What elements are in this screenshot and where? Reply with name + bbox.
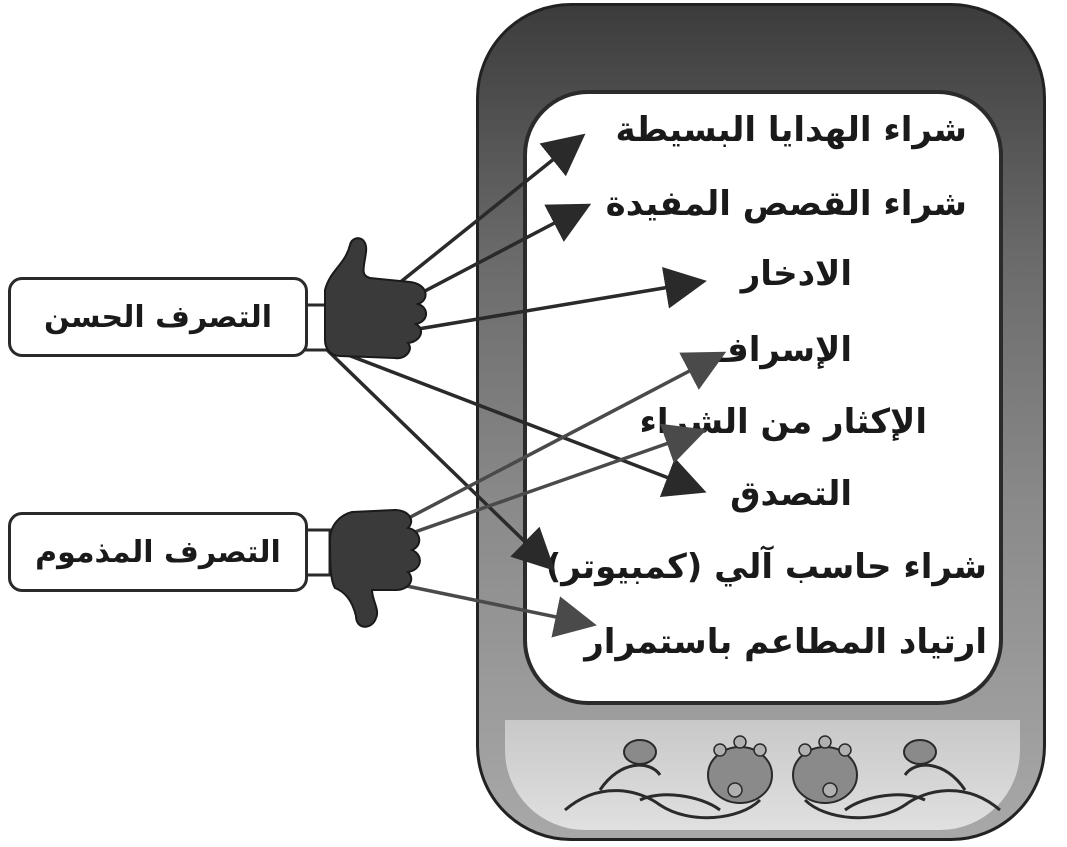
item-charity: التصدق <box>730 474 852 514</box>
items-panel <box>523 90 1003 705</box>
item-useful-stories: شراء القصص المفيدة <box>605 184 967 224</box>
item-simple-gifts: شراء الهدايا البسيطة <box>615 110 967 150</box>
arrow-good-to-item-5 <box>321 343 707 498</box>
item-computer-purchase: شراء حاسب آلي (كمبيوتر) <box>545 547 987 587</box>
item-extravagance: الإسراف <box>709 330 852 370</box>
bad-behavior-label: التصرف المذموم <box>8 512 308 592</box>
thumbs-up-icon <box>298 237 427 360</box>
thumbs-down-icon <box>298 508 421 628</box>
good-behavior-label: التصرف الحسن <box>8 277 308 357</box>
item-saving: الادخار <box>740 254 852 294</box>
item-restaurants: ارتياد المطاعم باستمرار <box>584 622 987 662</box>
arrow-good-to-item-6 <box>320 343 556 571</box>
